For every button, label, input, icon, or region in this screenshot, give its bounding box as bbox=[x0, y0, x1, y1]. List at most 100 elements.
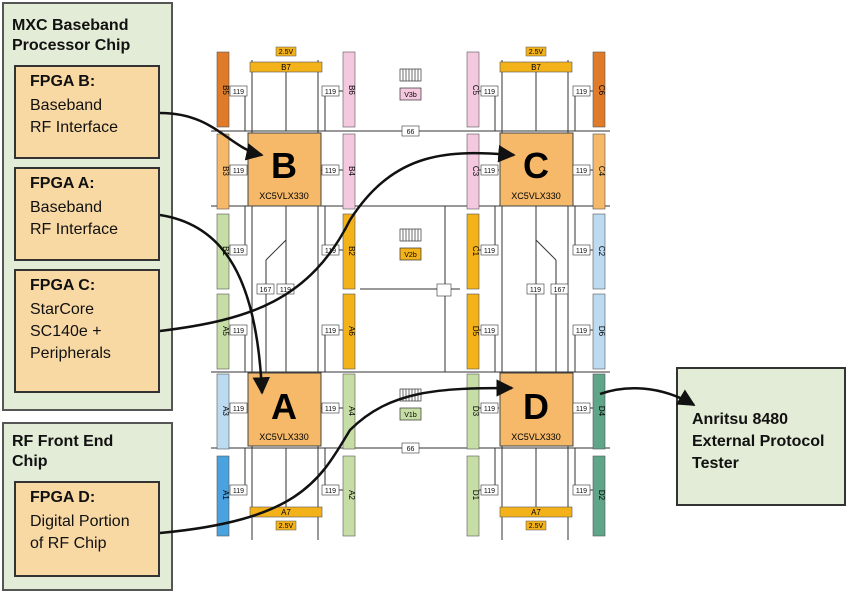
fpga-chip-d: D XC5VLX330 bbox=[499, 372, 574, 447]
connector-d6-label: D6 bbox=[597, 326, 606, 337]
connector-d7-label: A7 bbox=[531, 508, 541, 517]
connector-a5-label: A5 bbox=[221, 326, 230, 336]
bus-119: 119 bbox=[233, 406, 244, 413]
bus-66: 66 bbox=[407, 129, 415, 136]
bus-119: 119 bbox=[325, 168, 336, 175]
bus-119: 119 bbox=[280, 287, 291, 294]
connector-a1-label: A1 bbox=[221, 490, 230, 500]
connector-c1: C1 bbox=[466, 213, 480, 290]
connector-b6-label: B6 bbox=[347, 85, 356, 95]
connector-a7: A7 bbox=[249, 506, 323, 518]
bus-119: 119 bbox=[325, 89, 336, 96]
connector-a6-label: A6 bbox=[347, 326, 356, 336]
connector-c3-label: C3 bbox=[471, 166, 480, 177]
fpga-a-box: FPGA A: Baseband RF Interface bbox=[14, 167, 160, 261]
voltage-tag-b: 2.5V bbox=[275, 46, 297, 57]
component-v1b-label: V1b bbox=[404, 412, 417, 419]
connector-a1: A1 bbox=[216, 455, 230, 537]
arrow-d4-to-tester bbox=[599, 387, 696, 407]
connector-a3: A3 bbox=[216, 373, 230, 450]
bus-119: 119 bbox=[233, 488, 244, 495]
mxc-chip-title: MXC Baseband Processor Chip bbox=[12, 17, 131, 54]
connector-d2-label: D2 bbox=[597, 490, 606, 501]
arrow-fpga-c-to-chip-c bbox=[159, 145, 516, 333]
connector-c4: C4 bbox=[592, 133, 606, 210]
bus-119: 119 bbox=[233, 248, 244, 255]
arrow-fpga-d-to-chip-d bbox=[159, 379, 514, 535]
fpga-b-title: FPGA B: bbox=[30, 73, 96, 90]
bus-119: 119 bbox=[325, 328, 336, 335]
fpga-b-text: Baseband RF Interface bbox=[30, 97, 119, 136]
connector-a6: A6 bbox=[342, 293, 356, 370]
bus-119: 119 bbox=[484, 406, 495, 413]
fpga-c-text: StarCore SC140e + Peripherals bbox=[30, 301, 111, 362]
connector-a4: A4 bbox=[342, 373, 356, 450]
connector-b5: B5 bbox=[216, 51, 230, 128]
voltage-tag-a: 2.5V bbox=[275, 520, 297, 531]
connector-a3-label: A3 bbox=[221, 406, 230, 416]
chip-d-part: XC5VLX330 bbox=[511, 432, 561, 442]
chip-b-letter: B bbox=[271, 145, 297, 186]
connector-d5: D5 bbox=[466, 293, 480, 370]
component-v3b: V3b bbox=[399, 68, 422, 101]
anritsu-tester-box: Anritsu 8480 External Protocol Tester bbox=[676, 367, 846, 506]
connector-d3: D3 bbox=[466, 373, 480, 450]
connector-d5-label: D5 bbox=[471, 326, 480, 337]
connector-d3-label: D3 bbox=[471, 406, 480, 417]
bus-119: 119 bbox=[233, 89, 244, 96]
fpga-c-box: FPGA C: StarCore SC140e + Peripherals bbox=[14, 269, 160, 393]
connector-c3: C3 bbox=[466, 133, 480, 210]
connector-b7-label: B7 bbox=[281, 63, 291, 72]
connector-d7: A7 bbox=[499, 506, 573, 518]
bus-119: 119 bbox=[325, 406, 336, 413]
connector-d6: D6 bbox=[592, 293, 606, 370]
fpga-a-text: Baseband RF Interface bbox=[30, 199, 119, 238]
fpga-c-title: FPGA C: bbox=[30, 277, 96, 294]
voltage-tag-b-label: 2.5V bbox=[279, 49, 294, 56]
connector-d1: D1 bbox=[466, 455, 480, 537]
connector-b4: B4 bbox=[342, 133, 356, 210]
connector-c6-label: C6 bbox=[597, 85, 606, 96]
chip-d-letter: D bbox=[523, 386, 549, 427]
connector-b2-label: B2 bbox=[347, 246, 356, 256]
fpga-a-title: FPGA A: bbox=[30, 175, 95, 192]
voltage-tag-c: 2.5V bbox=[525, 46, 547, 57]
bus-119: 119 bbox=[576, 248, 587, 255]
connector-b5-label: B5 bbox=[221, 85, 230, 95]
arrow-fpga-a-to-chip-a bbox=[159, 213, 271, 395]
connector-a5: A5 bbox=[216, 293, 230, 370]
connector-b2: B2 bbox=[342, 213, 356, 290]
connector-a2-label: A2 bbox=[347, 490, 356, 500]
connector-c4-label: C4 bbox=[597, 166, 606, 177]
connector-b6: B6 bbox=[342, 51, 356, 128]
bus-119: 119 bbox=[484, 168, 495, 175]
fpga-b-box: FPGA B: Baseband RF Interface bbox=[14, 65, 160, 159]
chip-c-letter: C bbox=[523, 145, 549, 186]
bus-119: 119 bbox=[576, 406, 587, 413]
bus-labels bbox=[229, 85, 591, 496]
connector-c5-label: C5 bbox=[471, 85, 480, 96]
connector-d4: D4 bbox=[592, 373, 606, 450]
anritsu-tester-label: Anritsu 8480 External Protocol Tester bbox=[692, 411, 825, 472]
bus-119: 119 bbox=[233, 328, 244, 335]
bus-119: 119 bbox=[576, 168, 587, 175]
bus-119: 119 bbox=[233, 168, 244, 175]
connector-d4-label: D4 bbox=[597, 406, 606, 417]
connector-c6: C6 bbox=[592, 51, 606, 128]
bus-119: 119 bbox=[484, 89, 495, 96]
voltage-tag-a-label: 2.5V bbox=[279, 523, 294, 530]
connector-c2-label: C2 bbox=[597, 246, 606, 257]
connector-a7-label: A7 bbox=[281, 508, 291, 517]
connector-a4-label: A4 bbox=[347, 406, 356, 416]
bus-119: 119 bbox=[576, 488, 587, 495]
bus-66: 66 bbox=[407, 446, 415, 453]
bus-label-text: 119 119 119 119 119 119 119 119 119 119 … bbox=[233, 89, 587, 495]
connector-b3-label: B3 bbox=[221, 166, 230, 176]
fpga-d-title: FPGA D: bbox=[30, 489, 96, 506]
bus-119: 119 bbox=[325, 488, 336, 495]
connector-d2: D2 bbox=[592, 455, 606, 537]
